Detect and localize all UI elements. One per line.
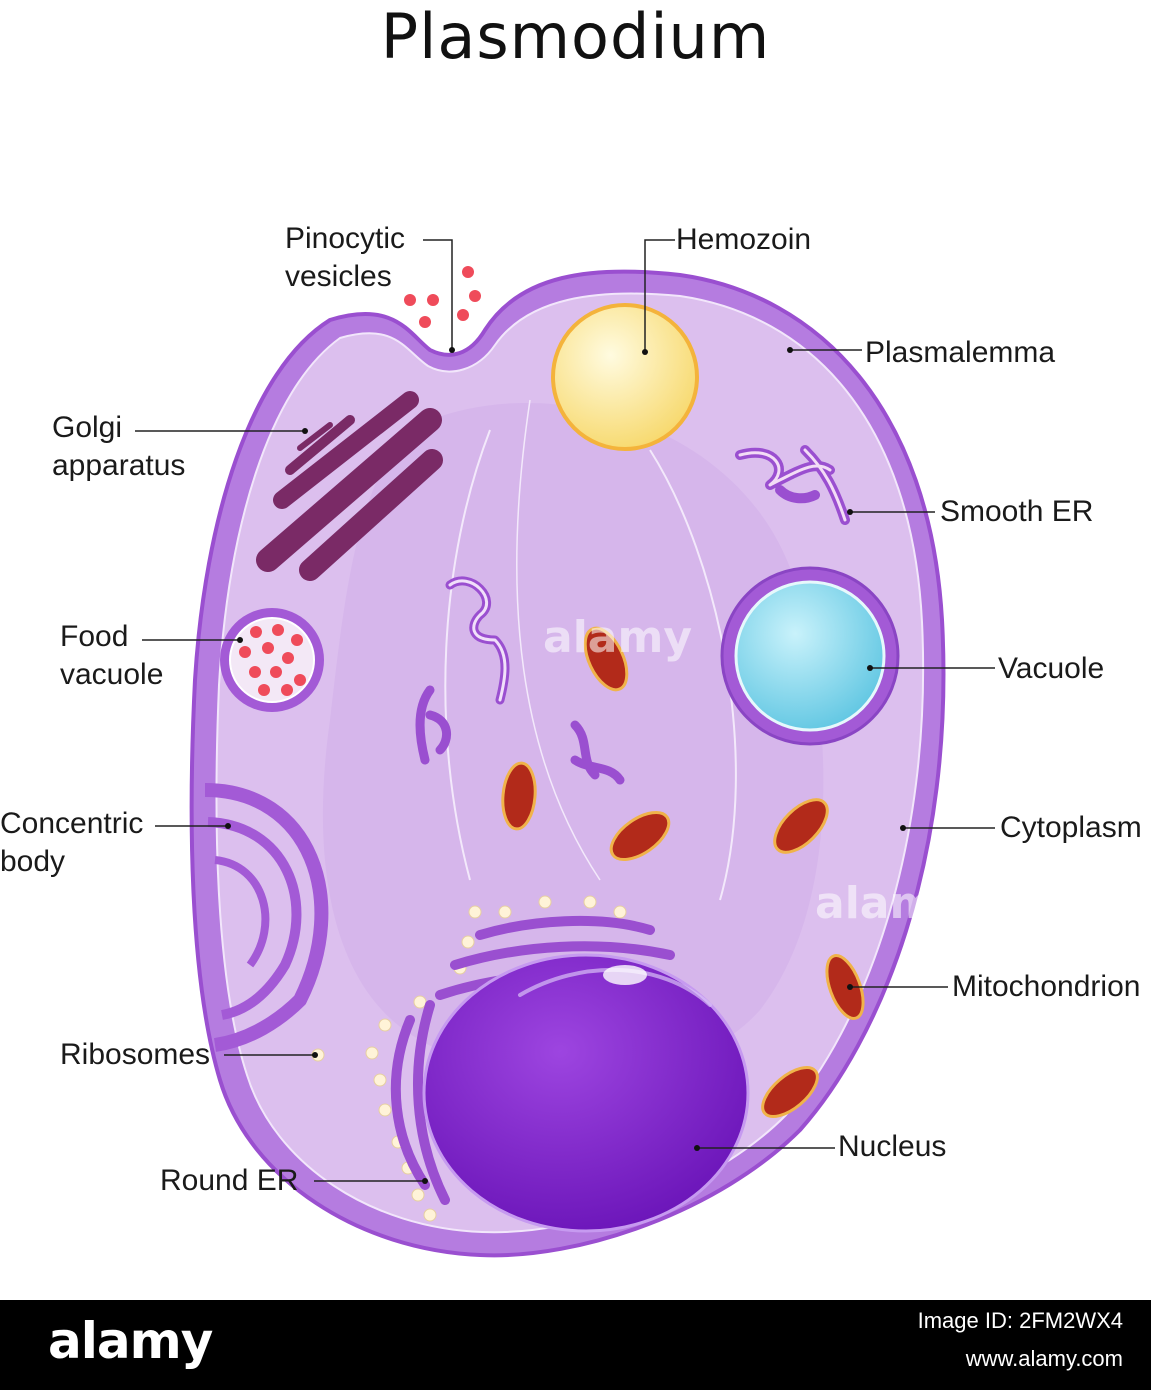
watermark-2: alamy (815, 878, 964, 929)
label-mitochondrion: Mitochondrion (952, 970, 1141, 1003)
golgi-apparatus (256, 391, 443, 581)
label-round-er: Round ER (160, 1164, 299, 1197)
label-ribosomes: Ribosomes (60, 1038, 211, 1071)
label-vacuole: Vacuole (998, 652, 1105, 685)
label-concentric-body: Concentric body (0, 807, 144, 878)
label-food-vacuole: Food vacuole (60, 620, 164, 691)
footer-logo: alamy (48, 1312, 213, 1370)
food-vacuole (220, 608, 324, 712)
er-fragments (415, 576, 625, 785)
footer-bar: alamy Image ID: 2FM2WX4 www.alamy.com (0, 1300, 1151, 1390)
nucleus (422, 953, 750, 1233)
cytoplasm (322, 399, 824, 1079)
hemozoin (551, 303, 699, 451)
plasmodium-cell-illustration (135, 239, 995, 1258)
leader-lines (135, 239, 995, 1182)
label-golgi-apparatus: Golgi apparatus (52, 411, 186, 482)
diagram-title: Plasmodium (380, 0, 771, 73)
label-cytoplasm: Cytoplasm (1000, 811, 1142, 844)
label-nucleus: Nucleus (838, 1130, 947, 1163)
label-pinocytic-vesicles: Pinocytic vesicles (285, 222, 406, 293)
watermark-1: alamy (543, 612, 692, 663)
concentric-body (204, 783, 329, 1052)
label-smooth-er: Smooth ER (940, 495, 1094, 528)
pinocytic-vesicles (404, 266, 481, 328)
footer-image-id: Image ID: 2FM2WX4 (917, 1308, 1123, 1333)
label-hemozoin: Hemozoin (676, 223, 812, 256)
mitochondria (501, 626, 865, 1118)
label-plasmalemma: Plasmalemma (865, 336, 1056, 369)
footer-site: www.alamy.com (965, 1346, 1123, 1371)
smooth-er (735, 445, 850, 525)
leader-dots (225, 347, 906, 1184)
vacuole (720, 566, 900, 746)
